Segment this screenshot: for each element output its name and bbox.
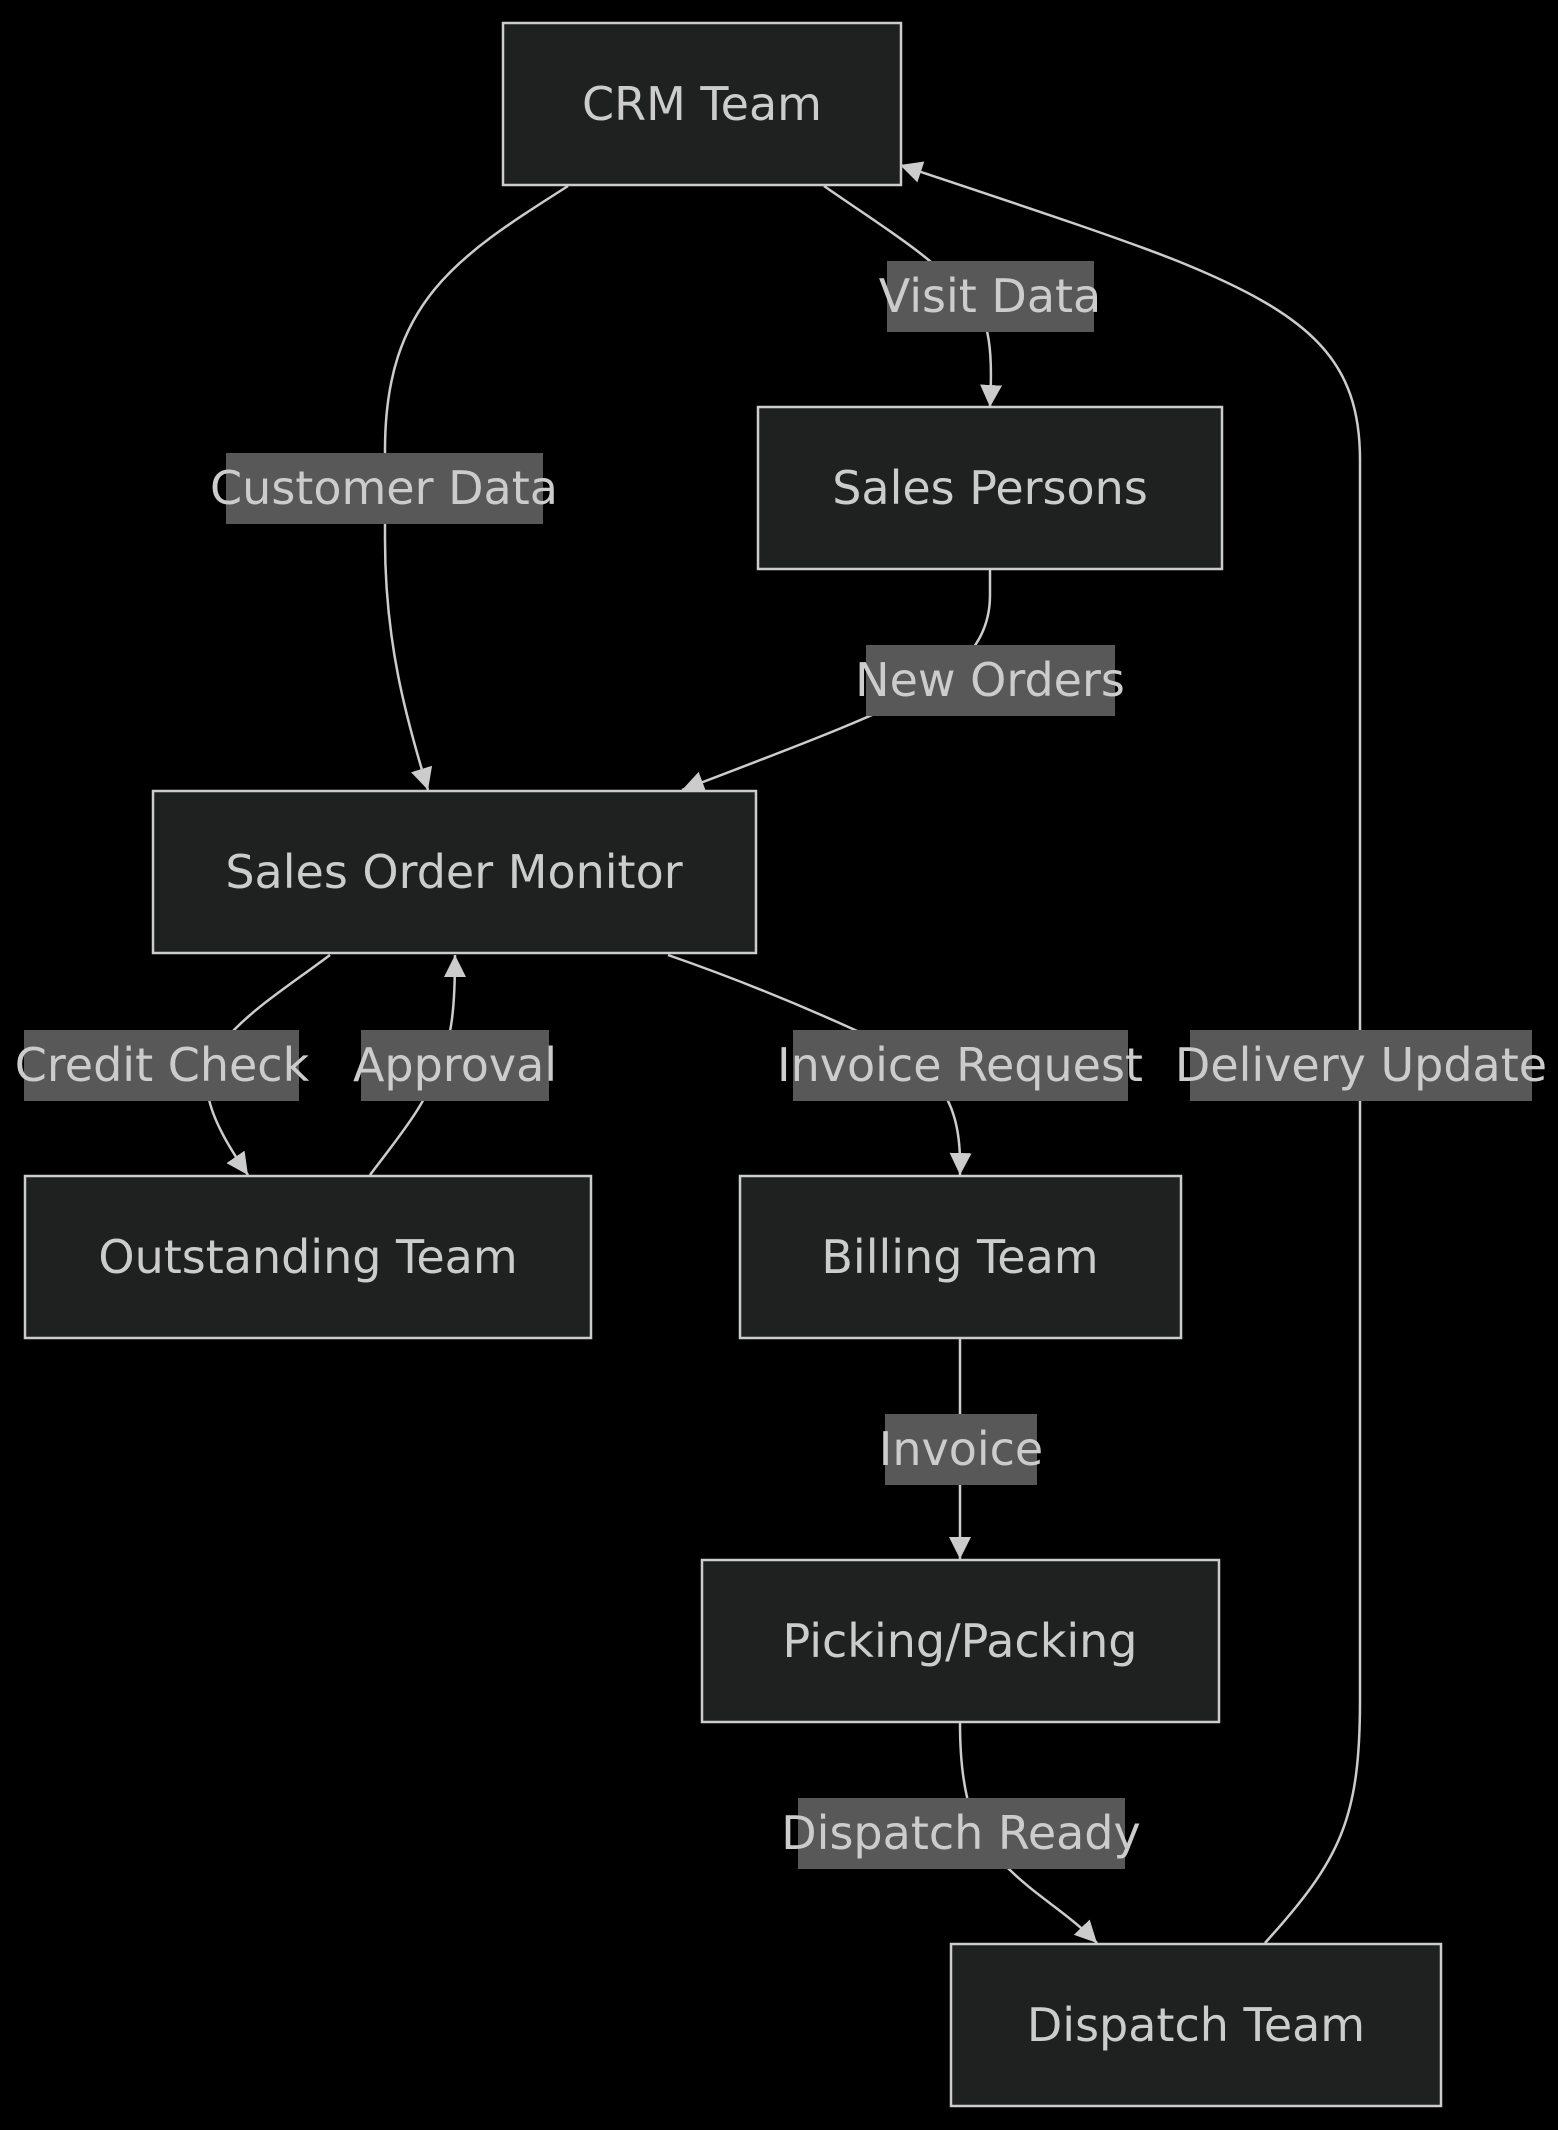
edge-label-text: Customer Data (210, 461, 558, 515)
edge-label-dispatch-ready: Dispatch Ready (781, 1798, 1141, 1869)
edge-label-bg (798, 1798, 1125, 1869)
edge-label-text: Invoice Request (777, 1038, 1143, 1092)
node-picking-packing: Picking/Packing (700, 1558, 1221, 1724)
node-box (738, 1174, 1183, 1340)
edge-label-visit-data: Visit Data (879, 261, 1101, 332)
node-outstanding-team: Outstanding Team (23, 1174, 593, 1340)
edge-label-bg (24, 1030, 299, 1101)
node-crm-team: CRM Team (501, 21, 903, 187)
edge-label-text: Dispatch Ready (781, 1806, 1140, 1860)
node-box (700, 1558, 1221, 1724)
edge-label-text: Approval (353, 1038, 557, 1092)
edge-label-bg (226, 453, 543, 524)
edge-label-bg (793, 1030, 1128, 1101)
edge-delivery-update (899, 161, 1362, 1944)
edge-label-text: Credit Check (15, 1038, 310, 1092)
node-label: Outstanding Team (98, 1230, 517, 1284)
edge-label-bg (1190, 1030, 1532, 1101)
edge-label-customer-data: Customer Data (210, 453, 558, 524)
edge-label-bg (866, 645, 1115, 716)
node-label: Billing Team (821, 1230, 1098, 1284)
node-box (756, 405, 1224, 571)
edge-label-invoice: Invoice (879, 1414, 1043, 1485)
node-label: Dispatch Team (1027, 1998, 1365, 2052)
edge-label-bg (885, 1414, 1037, 1485)
node-label: Sales Order Monitor (225, 845, 682, 899)
edge-label-bg (361, 1030, 549, 1101)
edge-label-text: Invoice (879, 1422, 1043, 1476)
node-sales-persons: Sales Persons (756, 405, 1224, 571)
edge-label-bg (887, 261, 1094, 332)
edge-label-text: Visit Data (879, 269, 1101, 323)
edge-label-credit-check: Credit Check (15, 1030, 310, 1101)
edge-label-text: Delivery Update (1175, 1038, 1547, 1092)
edge-customer-data (383, 184, 569, 791)
edge-label-new-orders: New Orders (855, 645, 1125, 716)
node-box (949, 1942, 1443, 2108)
edge-label-invoice-request: Invoice Request (777, 1030, 1143, 1101)
nodes-layer: CRM Team Sales Persons Sales Order Monit… (23, 21, 1443, 2108)
node-sales-order-monitor: Sales Order Monitor (151, 789, 758, 955)
node-label: CRM Team (582, 77, 822, 131)
node-box (151, 789, 758, 955)
node-billing-team: Billing Team (738, 1174, 1183, 1340)
node-label: Picking/Packing (783, 1614, 1138, 1668)
edge-label-delivery-update: Delivery Update (1175, 1030, 1547, 1101)
edge-label-text: New Orders (855, 653, 1125, 707)
node-box (501, 21, 903, 187)
node-label: Sales Persons (832, 461, 1148, 515)
edge-labels-layer: Customer Data Visit Data New Orders Cred… (15, 261, 1547, 1869)
edge-label-approval: Approval (353, 1030, 557, 1101)
node-box (23, 1174, 593, 1340)
node-dispatch-team: Dispatch Team (949, 1942, 1443, 2108)
edge-dispatch-ready (958, 1722, 1098, 1944)
